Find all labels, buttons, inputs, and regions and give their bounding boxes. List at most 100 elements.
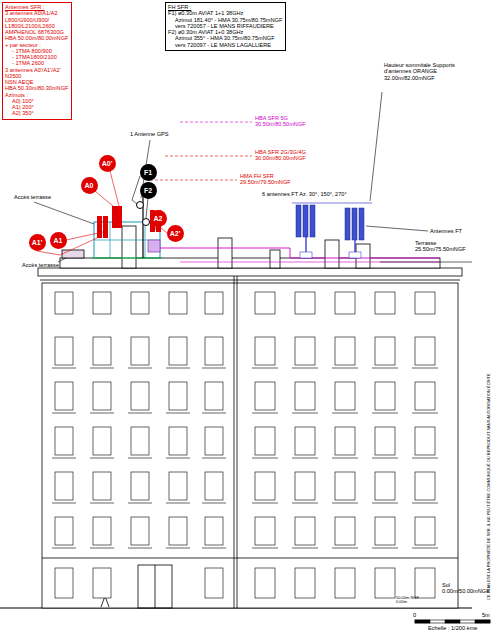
note-line: vers 720057 - LE MANS RIFFAUDIERE [168,23,282,29]
balcony-rail [52,503,76,504]
chimney [218,238,232,268]
window [205,292,223,314]
door-leaf [155,565,156,608]
watermark: CE PLAN EST LA PROPRIÉTÉ DE SFR. IL NE P… [487,373,491,600]
note-line: AMPHENOL 6876300G [5,29,68,35]
note-line: HBA 50.30m/80.30mNGF [5,85,68,91]
window [295,517,315,545]
window [255,427,275,455]
window [93,472,111,500]
window [415,517,435,545]
note-line: 3 antennes A0/A1/A2 [5,10,68,16]
window [169,517,187,545]
callout-circle: A1' [29,234,46,251]
window [335,337,355,365]
balcony-rail [90,548,114,549]
note-line: + par secteur : [5,42,68,48]
window [335,517,355,545]
balcony-rail [412,503,438,504]
balcony-rail [128,458,152,459]
chimney [122,226,136,268]
legend-box: FH SFR :F1) ø0.30m AVIAT 1+1 38GHzAzimut… [165,2,286,51]
window [93,382,111,410]
callout-circle: A0 [81,177,98,194]
window [415,472,435,500]
note-line: HBA 50.00m/80.00mNGF [5,35,68,41]
balcony-rail [202,413,226,414]
balcony-rail [332,503,358,504]
window [131,382,149,410]
balcony-rail [90,413,114,414]
balcony-rail [128,368,152,369]
window [375,337,395,365]
window [415,382,435,410]
window [255,517,275,545]
window [131,292,149,314]
note-line: N3500 [5,73,68,79]
window [169,337,187,365]
window [131,337,149,365]
chimney [270,250,280,268]
annotation: 0 [413,612,416,618]
balcony-rail [372,548,398,549]
window [93,568,111,598]
window [169,472,187,500]
note-line: 3 antennes A0'/A1'/A2' [5,67,68,73]
window [255,292,275,314]
annotation: Accès terrasse [14,194,51,200]
annotation: 6 antennes FT Az. 30°, 150°, 270° [262,191,347,197]
balcony-rail [372,503,398,504]
window [375,427,395,455]
balcony-rail [252,548,278,549]
balcony-rail [202,503,226,504]
balcony-rail [128,548,152,549]
callout-circle: A1 [50,232,67,249]
window [55,568,73,598]
annotation: HBA SFR 2G/3G/4G 30.00m/80.00mNGF [255,149,317,162]
balcony-rail [372,368,398,369]
window [131,472,149,500]
note-line: vers 720097 - LE MANS LAGALLIERE [168,42,282,48]
note-line: Azimut 181.40° - HMA 30.75m/80.75mNGF [168,17,282,23]
balcony-rail [292,503,318,504]
callout-number: A2 [151,210,166,227]
note-line: Azimut 355° - HMA 30.75m/80.75mNGF [168,35,282,41]
window [93,337,111,365]
window [131,427,149,455]
annotation: Hauteur sommitale Supports d'antennes OR… [384,62,468,81]
window [255,382,275,410]
note-line: FH SFR : [168,4,282,10]
balcony-rail [332,413,358,414]
window [169,382,187,410]
window [295,568,315,598]
window [335,568,355,598]
window [335,472,355,500]
balcony-rail [166,458,190,459]
cable-route [160,248,440,258]
window [205,568,223,598]
callout-number: A2' [168,225,183,242]
window [375,382,395,410]
window [415,568,435,598]
balcony-rail [166,503,190,504]
balcony-rail [292,548,318,549]
balcony-rail [128,503,152,504]
window [255,472,275,500]
balcony-rail [166,368,190,369]
balcony-rail [202,368,226,369]
callout-number: A0 [82,177,97,194]
note-line: F2) ø0.30m AVIAT 1+0 38GHz [168,29,282,35]
balcony-rail [292,368,318,369]
note-line: Antennes SFR : [5,4,68,10]
balcony-rail [412,548,438,549]
balcony-rail [292,413,318,414]
window [93,517,111,545]
window [55,427,73,455]
balcony-rail [52,548,76,549]
balcony-rail [252,458,278,459]
annotation: 50.00m NGF 0.00m [396,596,420,605]
balcony-rail [52,368,76,369]
callout-circle: A0' [99,155,116,172]
callout-circle: F1 [140,164,157,181]
